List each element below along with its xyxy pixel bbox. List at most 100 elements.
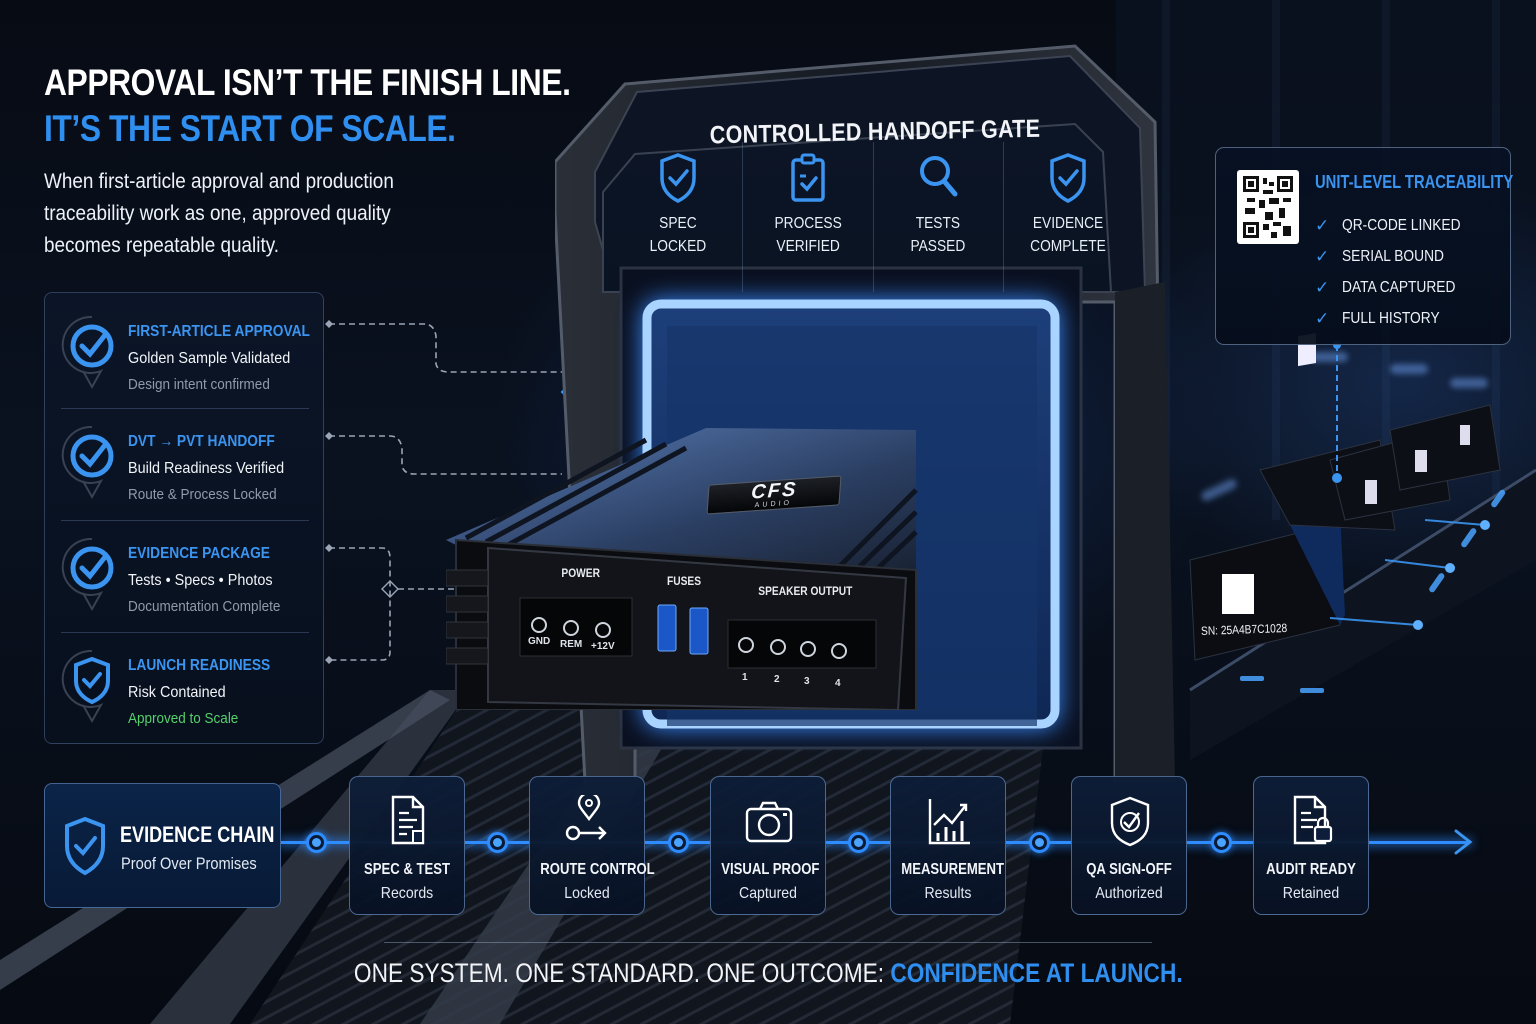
traceability-item-label: FULL HISTORY — [1342, 309, 1440, 327]
milestone-subtitle: Build Readiness Verified — [128, 460, 285, 477]
evidence-chain-subtitle: Proof Over Promises — [121, 854, 257, 873]
chain-step-subtitle: Locked — [564, 885, 610, 902]
chain-step-subtitle: Records — [380, 885, 434, 902]
checkmark-icon: ✓ — [1315, 215, 1330, 235]
milestone-title: DVT → PVT HANDOFF — [128, 433, 275, 450]
chain-step-subtitle: Retained — [1282, 885, 1340, 902]
speaker-terminal-4: 4 — [835, 678, 841, 689]
tile-line-1: EVIDENCE — [1033, 215, 1104, 232]
tagline-accent: CONFIDENCE AT LAUNCH. — [890, 958, 1183, 988]
chain-step-audit-ready: AUDIT READY Retained — [1253, 776, 1369, 915]
route-pin-icon — [565, 795, 607, 841]
headline-line-1: APPROVAL ISN’T THE FINISH LINE. — [44, 62, 571, 103]
checkmark-icon: ✓ — [1315, 246, 1330, 266]
footer-tagline: ONE SYSTEM. ONE STANDARD. ONE OUTCOME: C… — [0, 958, 1536, 989]
chain-step-subtitle: Authorized — [1095, 885, 1163, 902]
tile-line-1: SPEC — [658, 215, 697, 232]
shield-check-icon — [1050, 153, 1087, 203]
chain-step-visual-proof: VISUAL PROOF Captured — [710, 776, 826, 915]
speaker-output-label: SPEAKER OUTPUT — [758, 584, 853, 598]
power-label: POWER — [561, 566, 600, 580]
amplifier-unit: CFS AUDIO POWER FUSES SPEAKER OUTPUT GND… — [446, 420, 926, 710]
traceability-item: ✓ QR-CODE LINKED — [1315, 210, 1480, 241]
milestone-note: Approved to Scale — [128, 710, 239, 727]
chain-node — [1211, 832, 1232, 853]
milestone-subtitle: Golden Sample Validated — [128, 350, 291, 367]
check-circle-icon — [61, 537, 114, 612]
traceability-item: ✓DATA CAPTURED — [1315, 272, 1480, 303]
terminal-12v: +12V — [591, 641, 615, 652]
traceability-item-label: SERIAL BOUND — [1342, 247, 1444, 265]
check-circle-icon — [61, 425, 114, 500]
traceability-title: UNIT-LEVEL TRACEABILITY — [1315, 172, 1514, 192]
traceability-item-label: QR-CODE LINKED — [1342, 216, 1461, 234]
evidence-chain-card: EVIDENCE CHAIN Proof Over Promises — [44, 783, 281, 908]
milestone-title: LAUNCH READINESS — [128, 657, 271, 674]
tile-line-2: PASSED — [910, 238, 966, 255]
milestone-note: Documentation Complete — [128, 598, 281, 615]
milestone-subtitle: Risk Contained — [128, 684, 226, 701]
chain-step-title: VISUAL PROOF — [721, 861, 820, 878]
shield-check-icon — [61, 649, 110, 724]
speaker-terminal-2: 2 — [774, 674, 780, 685]
milestone-launch-readiness: LAUNCH READINESS Risk Contained Approved… — [61, 632, 309, 745]
camera-icon — [745, 801, 793, 843]
tile-line-2: LOCKED — [649, 238, 706, 255]
chain-node — [668, 832, 689, 853]
bar-chart-icon — [928, 799, 970, 845]
milestone-title: FIRST-ARTICLE APPROVAL — [128, 323, 310, 340]
milestone-note: Route & Process Locked — [128, 486, 277, 503]
chain-step-title: MEASUREMENT — [901, 861, 1005, 878]
milestone-note: Design intent confirmed — [128, 376, 270, 393]
qr-code-icon — [1237, 170, 1299, 244]
milestone-first-article: FIRST-ARTICLE APPROVAL Golden Sample Val… — [61, 301, 310, 411]
shield-sign-icon — [1110, 796, 1150, 847]
speaker-terminal-3: 3 — [804, 676, 810, 687]
document-icon — [391, 795, 425, 845]
speaker-terminal-1: 1 — [742, 672, 748, 683]
traceability-item: ✓FULL HISTORY — [1315, 303, 1480, 334]
magnifier-icon — [920, 156, 958, 197]
chain-step-title: QA SIGN-OFF — [1086, 861, 1172, 878]
chain-step-subtitle: Captured — [739, 885, 797, 902]
chain-node — [1029, 832, 1050, 853]
chain-node — [848, 832, 869, 853]
arrow-right-icon — [1454, 829, 1473, 855]
milestone-evidence-package: EVIDENCE PACKAGE Tests • Specs • Photos … — [61, 520, 309, 633]
milestone-title: EVIDENCE PACKAGE — [128, 545, 270, 562]
headline-line-2: IT’S THE START OF SCALE. — [44, 108, 456, 149]
evidence-chain-line — [280, 841, 1470, 844]
chain-step-title: AUDIT READY — [1266, 861, 1356, 878]
tile-line-1: PROCESS — [774, 215, 842, 232]
footer-divider — [384, 942, 1152, 943]
evidence-chain-title: EVIDENCE CHAIN — [120, 822, 275, 847]
chain-node — [306, 832, 327, 853]
traceability-item: ✓ SERIAL BOUND — [1315, 241, 1480, 272]
checkmark-icon: ✓ — [1315, 277, 1330, 297]
amplifier-body — [446, 428, 918, 710]
unit-serial-number: SN: 25A4B7C1028 — [1200, 620, 1288, 638]
chain-step-title: SPEC & TEST — [363, 861, 451, 878]
check-circle-icon — [61, 315, 114, 390]
milestone-subtitle: Tests • Specs • Photos — [128, 572, 273, 589]
chain-step-title: ROUTE CONTROL — [540, 861, 655, 878]
headline-body: When first-article approval and producti… — [44, 170, 394, 257]
terminal-rem: REM — [560, 639, 583, 650]
tile-line-1: TESTS — [915, 215, 961, 232]
document-lock-icon — [1293, 795, 1333, 845]
traceability-list: ✓ QR-CODE LINKED ✓ SERIAL BOUND ✓DATA CAPT… — [1315, 210, 1480, 334]
shield-check-icon — [659, 153, 696, 203]
chain-step-subtitle: Results — [924, 885, 972, 902]
terminal-gnd: GND — [528, 636, 551, 647]
fuses-label: FUSES — [667, 574, 702, 588]
chain-node — [487, 832, 508, 853]
gate-tile-spec-locked: SPEC LOCKED — [613, 142, 744, 292]
unit-traceability-card: UNIT-LEVEL TRACEABILITY ✓ QR-CODE LINKED … — [1215, 147, 1514, 345]
tagline-lead: ONE SYSTEM. ONE STANDARD. ONE OUTCOME: — [353, 958, 891, 988]
clipboard-check-icon — [791, 153, 825, 202]
